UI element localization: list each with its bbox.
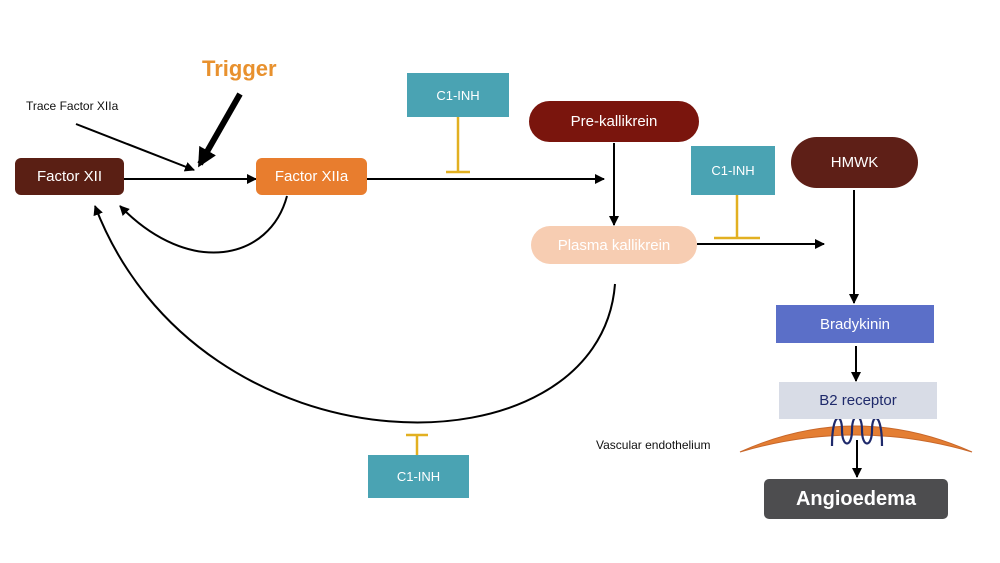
trace-factor-arrow (75, 123, 195, 172)
factor-xii-node: Factor XII (15, 158, 124, 195)
bradykinin-node: Bradykinin (776, 305, 934, 343)
vascular-membrane (739, 425, 973, 453)
inhibitor-right (714, 195, 760, 240)
b2-receptor-node: B2 receptor (779, 382, 937, 419)
factor-xiia-node: Factor XIIa (256, 158, 367, 195)
plasma-kallikrein-node: Plasma kallikrein (531, 226, 697, 264)
c1-inh-bottom-node: C1-INH (368, 455, 469, 498)
feedback-xiia-to-xii-arrow (119, 195, 288, 254)
inhibitor-top (446, 117, 470, 174)
feedback-kallikrein-to-xii-arrow (93, 205, 616, 424)
trace-factor-label: Trace Factor XIIa (26, 99, 119, 113)
angioedema-node: Angioedema (764, 479, 948, 519)
c1-inh-top-node: C1-INH (407, 73, 509, 117)
inhibitor-bottom (406, 433, 428, 455)
trigger-label: Trigger (202, 56, 277, 81)
trigger-arrow (197, 92, 243, 168)
vascular-endothelium-label: Vascular endothelium (596, 438, 711, 452)
hmwk-node: HMWK (791, 137, 918, 188)
c1-inh-right-node: C1-INH (691, 146, 775, 195)
pre-kallikrein-node: Pre-kallikrein (529, 101, 699, 142)
